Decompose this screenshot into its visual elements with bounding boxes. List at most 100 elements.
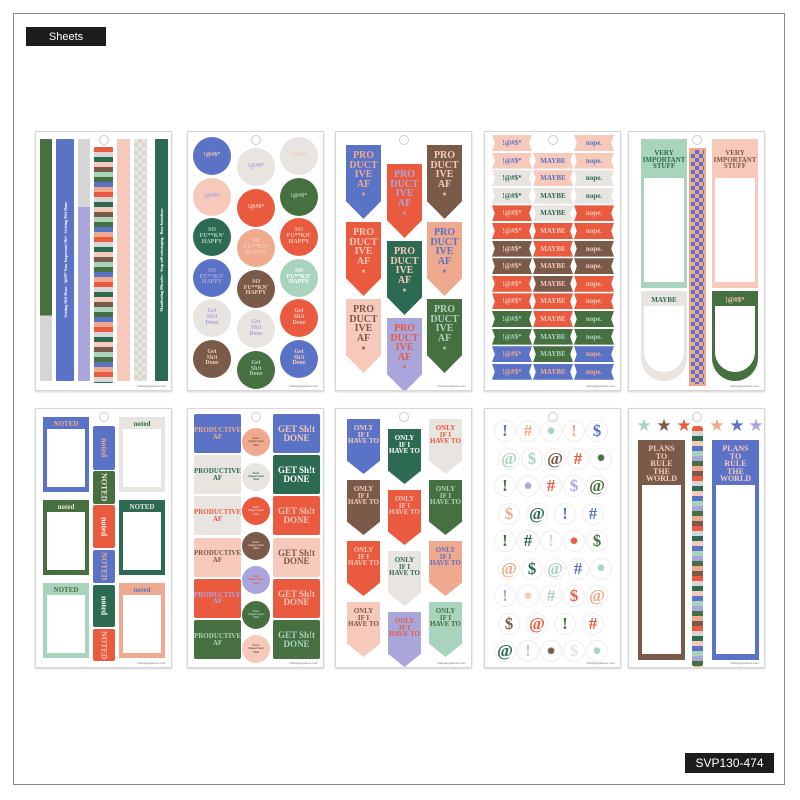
symbol-sticker: ! (495, 586, 515, 606)
symbol-sticker: # (568, 559, 588, 579)
writing-area (123, 512, 161, 570)
circle-sticker: SO FU**KN' HAPPY (280, 218, 318, 256)
pennant-text: ONLY IF I HAVE TO (430, 485, 461, 507)
tab-text: noted (99, 438, 109, 458)
symbol-sticker: @ (527, 614, 547, 634)
star-icon: ★ (401, 365, 408, 371)
washi-strip (134, 139, 147, 381)
symbol-sticker: ✺ (518, 476, 538, 496)
striped-strip (692, 426, 703, 667)
tab-sticker: nope. (574, 223, 614, 239)
hang-hole-icon (692, 135, 702, 145)
symbol-sticker: ✺ (591, 559, 611, 579)
star-icon: ★ (360, 192, 367, 198)
writing-area (47, 512, 85, 570)
circle-sticker: SO FU**KN' HAPPY (193, 258, 231, 297)
pennant-text: ONLY IF I HAVE TO (348, 485, 379, 507)
symbol-sticker: ✺ (591, 449, 611, 469)
hang-hole-icon (251, 135, 261, 145)
symbol-sticker: $ (587, 421, 607, 441)
symbol-sticker: @ (587, 586, 607, 606)
frame-heading: NOTED (129, 503, 155, 511)
tab-sticker: nope. (574, 363, 614, 380)
symbol-sticker: $ (564, 641, 584, 661)
pennant-sticker: ONLY IF I HAVE TO (429, 602, 462, 657)
arch-sticker: !@#$* (712, 291, 758, 381)
sku-label: SVP130-474 (685, 753, 774, 773)
writing-area (47, 595, 85, 653)
important-circle-sticker: Your Important Shit (242, 531, 270, 560)
tab-sticker: MAYBE (533, 152, 573, 169)
circle-sticker: SO FU**KN' HAPPY (280, 258, 318, 297)
get-done-sticker: GET Sh!t DONE (273, 537, 320, 577)
tab-sticker: !@#$* (492, 258, 532, 275)
pennant-text: PRO DUCT IVE AF (430, 150, 459, 190)
tab-sticker: !@#$* (492, 205, 532, 222)
tab-sticker: !@#$* (492, 135, 532, 151)
plans-frame: PLANS TO RULE THE WORLD (712, 440, 759, 660)
noted-tab: NOTED (93, 629, 115, 661)
sheet-plans-to-rule-the-world: thehappyplanner.com★★★★★★PLANS TO RULE T… (628, 408, 765, 668)
tab-sticker: MAYBE (533, 293, 573, 310)
star-icon: ★ (441, 192, 448, 198)
tab-sticker: !@#$* (492, 240, 532, 257)
noted-tab: noted (93, 426, 115, 470)
symbol-sticker: # (518, 531, 538, 551)
pennant-text: ONLY IF I HAVE TO (430, 424, 461, 446)
important-circle-sticker: Your Important Shit (242, 566, 270, 594)
star-icon: ★ (729, 415, 745, 435)
productive-af-sticker: PRODUCTIVE AF (194, 578, 241, 618)
circle-sticker: SO FU**KN' HAPPY (237, 269, 275, 308)
strip-text: Getting Sh!t Done · !@#$* Your Important… (62, 202, 68, 318)
tab-sticker: !@#$* (492, 152, 532, 169)
important-circle-sticker: Your Important Shit (242, 635, 270, 663)
noted-frame: noted (43, 500, 89, 575)
pennant-sticker: PRO DUCT IVE AF ★ (427, 145, 462, 219)
tab-sticker: !@#$* (492, 328, 532, 345)
pennant-text: ONLY IF I HAVE TO (430, 546, 461, 568)
sheet-footer-text: thehappyplanner.com (730, 661, 759, 665)
pennant-sticker: ONLY IF I HAVE TO (347, 419, 380, 474)
productive-af-sticker: PRODUCTIVE AF (194, 620, 241, 659)
symbol-sticker: # (541, 586, 561, 606)
important-circle-sticker: Your Important Shit (242, 428, 270, 456)
symbol-sticker: ✺ (541, 421, 561, 441)
noted-frame: NOTED (43, 583, 89, 658)
tab-sticker: nope. (574, 311, 614, 327)
pennant-text: PRO DUCT IVE AF (430, 227, 459, 267)
symbol-sticker: # (583, 504, 603, 524)
hang-hole-icon (692, 412, 702, 422)
pennant-text: ONLY IF I HAVE TO (348, 424, 379, 446)
important-circle-sticker: Your Important Shit (242, 600, 270, 629)
pennant-sticker: PRO DUCT IVE AF★ (346, 222, 381, 296)
sheet-footer-text: thehappyplanner.com (289, 661, 318, 665)
noted-frame: noted (119, 417, 165, 492)
noted-frame: noted (119, 583, 165, 658)
tab-sticker: MAYBE (533, 363, 573, 380)
pennant-sticker: ONLY IF I HAVE TO (388, 429, 421, 484)
get-done-sticker: GET Sh!t DONE (273, 455, 320, 495)
noted-frame: NOTED (43, 417, 89, 492)
circle-sticker: !@#$* (237, 148, 275, 186)
star-icon: ★ (748, 415, 764, 435)
circle-sticker: SO FU**KN' HAPPY (193, 218, 231, 256)
tab-sticker: MAYBE (533, 328, 573, 345)
tab-sticker: MAYBE (533, 205, 573, 222)
symbol-sticker: $ (499, 504, 519, 524)
pennant-text: PRO DUCT IVE AF (390, 323, 419, 363)
frame-heading: noted (133, 586, 151, 594)
symbol-sticker: ! (541, 531, 561, 551)
productive-af-sticker: PRODUCTIVE AF (194, 455, 241, 495)
tab-sticker: !@#$* (492, 311, 532, 327)
tab-text: NOTED (99, 473, 109, 502)
tab-sticker: !@#$* (492, 346, 532, 363)
tab-sticker: MAYBE (533, 240, 573, 257)
arch-sticker: MAYBE (641, 291, 687, 381)
symbol-sticker: @ (495, 641, 515, 661)
washi-strip: Manifesting Miracles · Stop self-sabotag… (155, 139, 168, 381)
tab-sticker: nope. (574, 346, 614, 363)
pennant-text: PRO DUCT IVE AF (430, 304, 459, 344)
pennant-sticker: ONLY IF I HAVE TO (347, 541, 380, 596)
